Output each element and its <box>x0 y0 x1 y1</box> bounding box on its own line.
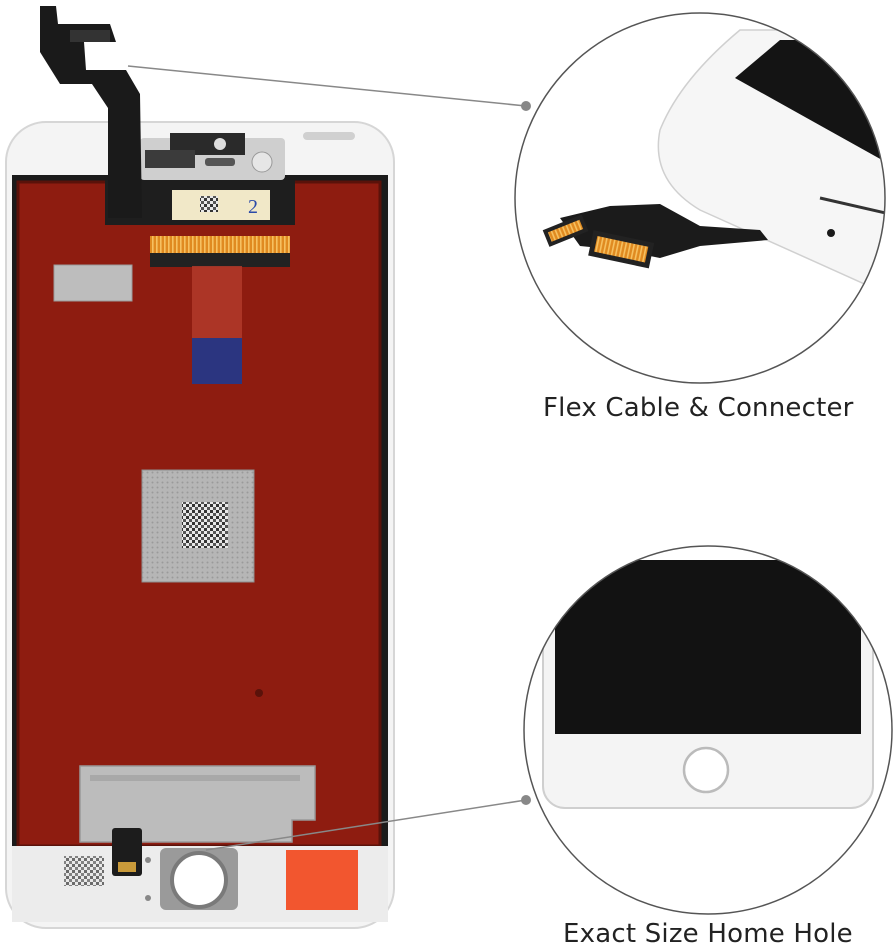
bottom-metal-shield <box>79 765 316 843</box>
detail-circle-flex-cable <box>514 12 886 384</box>
detail-circle-home-hole <box>523 545 893 915</box>
front-camera-dot <box>827 229 835 237</box>
left-connector-pad <box>64 856 104 886</box>
flex-cable-connector <box>70 30 110 42</box>
flex-connector-large <box>588 230 655 269</box>
phone-screen-assembly: 2 <box>5 6 395 929</box>
sticker-number: 2 <box>248 196 258 218</box>
center-qr-code <box>182 502 228 548</box>
earpiece-slot <box>303 132 355 140</box>
camera-bracket <box>170 133 245 155</box>
orange-home-sticker <box>286 850 358 910</box>
home-button-closeup <box>682 746 730 794</box>
caption-flex-cable: Flex Cable & Connecter <box>543 393 854 423</box>
leader-dot-bottom <box>521 795 531 805</box>
metal-tape-patch <box>53 264 133 302</box>
blue-patch <box>192 338 242 384</box>
flex-cable <box>40 6 142 218</box>
phone-bottom-black-screen <box>555 560 861 734</box>
sticker-qr <box>200 196 218 212</box>
caption-home-hole: Exact Size Home Hole <box>563 919 853 949</box>
leader-line-bottom <box>205 799 527 851</box>
flex-connector-small <box>542 214 589 247</box>
orange-connector-strip <box>150 236 290 254</box>
serial-sticker <box>172 190 270 220</box>
camera-hole <box>214 138 226 150</box>
leader-dot-top <box>521 101 531 111</box>
leader-line-top <box>127 65 527 107</box>
ribbon-flex <box>192 266 242 338</box>
home-button-hole <box>170 851 228 909</box>
